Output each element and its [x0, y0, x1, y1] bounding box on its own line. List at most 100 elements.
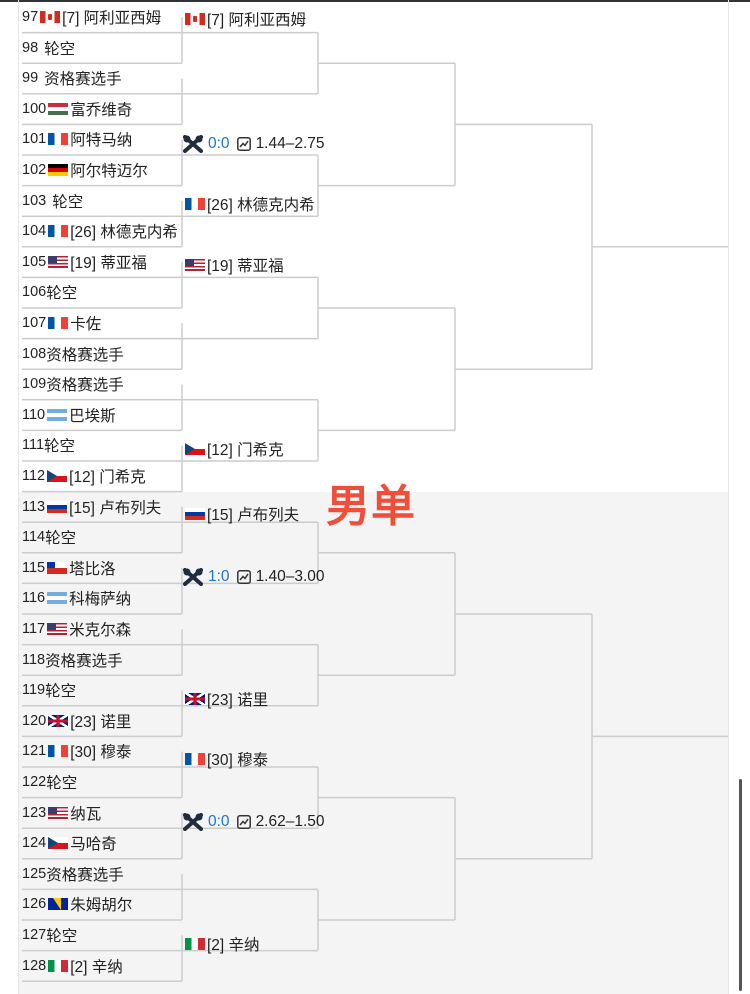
draw-slot[interactable]: 121 [30] 穆泰	[22, 736, 182, 766]
scrollbar[interactable]	[739, 779, 742, 991]
player-name[interactable]: [7] 阿利亚西姆	[207, 12, 307, 29]
draw-slot[interactable]: 120[23] 诺里	[22, 706, 182, 736]
draw-position-number: 102	[22, 162, 47, 178]
flag-ba-icon	[48, 898, 69, 911]
match-info[interactable]: 0:0 1.44–2.75	[183, 132, 325, 156]
player-name[interactable]: [15] 卢布列夫	[69, 499, 162, 517]
player-name[interactable]: 轮空	[44, 40, 76, 58]
draw-slot[interactable]: 105[19] 蒂亚福	[22, 247, 182, 277]
player-name[interactable]: [2] 辛纳	[207, 937, 260, 954]
draw-slot[interactable]: 104[26] 林德克内希	[22, 216, 182, 246]
draw-slot[interactable]: 99 资格赛选手	[22, 63, 182, 93]
match-score[interactable]: 0:0	[208, 135, 230, 152]
flag-fr-icon	[48, 317, 69, 329]
round2-player[interactable]: [23] 诺里	[183, 687, 268, 711]
player-name[interactable]: 富乔维奇	[70, 101, 133, 119]
player-name[interactable]: 纳瓦	[70, 805, 102, 823]
draw-slot[interactable]: 102 阿尔特迈尔	[22, 155, 182, 185]
player-name[interactable]: 轮空	[46, 285, 78, 303]
player-name[interactable]: [30] 穆泰	[207, 752, 269, 769]
player-name[interactable]: [23] 诺里	[70, 713, 132, 731]
player-name[interactable]: [12] 门希克	[207, 442, 284, 459]
player-name[interactable]: [26] 林德克内希	[207, 197, 315, 214]
round2-player[interactable]: [30] 穆泰	[183, 747, 268, 771]
player-name[interactable]: 巴埃斯	[69, 407, 116, 425]
draw-slot[interactable]: 113[15] 卢布列夫	[22, 492, 182, 522]
player-name[interactable]: 朱姆胡尔	[70, 897, 133, 915]
player-name[interactable]: 轮空	[44, 438, 76, 456]
player-name[interactable]: [2] 辛纳	[70, 958, 123, 976]
player-name[interactable]: 塔比洛	[69, 560, 116, 578]
player-name[interactable]: 轮空	[45, 683, 77, 701]
draw-slot[interactable]: 112[12] 门希克	[22, 461, 182, 491]
match-score[interactable]: 1:0	[208, 568, 230, 585]
player-name[interactable]: 资格赛选手	[46, 866, 124, 884]
draw-slot[interactable]: 128[2] 辛纳	[22, 951, 182, 981]
round2-player[interactable]: [15] 卢布列夫	[183, 502, 299, 526]
player-name[interactable]: [30] 穆泰	[70, 744, 132, 762]
round2-player[interactable]: [26] 林德克内希	[183, 192, 315, 216]
player-name[interactable]: 轮空	[46, 775, 78, 792]
draw-position-number: 119	[22, 682, 46, 699]
player-name[interactable]: [19] 蒂亚福	[207, 258, 284, 275]
player-name[interactable]: 米克尔森	[69, 622, 132, 639]
player-name[interactable]: [19] 蒂亚福	[70, 254, 147, 272]
player-name[interactable]: 资格赛选手	[44, 71, 122, 89]
crossed-rackets-icon	[183, 135, 203, 153]
player-name[interactable]: 轮空	[52, 193, 84, 211]
round2-player[interactable]: [19] 蒂亚福	[183, 253, 284, 277]
page-title: 男单	[326, 481, 416, 532]
player-name[interactable]: 资格赛选手	[45, 652, 123, 670]
player-name[interactable]: 资格赛选手	[46, 377, 124, 395]
draw-slot[interactable]: 97[7] 阿利亚西姆	[22, 2, 182, 32]
player-name[interactable]: 轮空	[45, 530, 77, 548]
draw-position-number: 122	[22, 774, 47, 790]
round2-player[interactable]: [7] 阿利亚西姆	[183, 7, 306, 31]
player-name[interactable]: [12] 门希克	[69, 469, 146, 486]
flag-fr-icon	[48, 225, 69, 238]
player-name[interactable]: 阿尔特迈尔	[70, 163, 148, 180]
match-info[interactable]: 1:0 1.40–3.00	[183, 565, 325, 589]
draw-position-number: 121	[22, 743, 47, 760]
player-name[interactable]: 卡佐	[70, 316, 102, 333]
player-name[interactable]: 轮空	[46, 928, 78, 945]
player-name[interactable]: 马哈奇	[70, 836, 117, 854]
draw-position-number: 99	[22, 70, 39, 87]
player-name[interactable]: 阿特马纳	[70, 132, 133, 150]
round2-player[interactable]: [2] 辛纳	[183, 932, 260, 956]
crossed-rackets-icon	[183, 568, 203, 586]
player-name[interactable]: [15] 卢布列夫	[207, 507, 300, 524]
player-name[interactable]: [23] 诺里	[207, 692, 269, 709]
round2-player[interactable]: [12] 门希克	[183, 437, 284, 461]
player-name[interactable]: 资格赛选手	[46, 346, 124, 364]
player-name[interactable]: 科梅萨纳	[69, 591, 132, 609]
player-name[interactable]: [26] 林德克内希	[70, 224, 178, 242]
match-info[interactable]: 0:0 2.62–1.50	[183, 810, 325, 834]
player-name[interactable]: [7] 阿利亚西姆	[62, 10, 162, 27]
crossed-rackets-icon	[183, 813, 203, 831]
match-score[interactable]: 0:0	[208, 813, 230, 830]
draw-position-number: 125	[22, 865, 47, 882]
